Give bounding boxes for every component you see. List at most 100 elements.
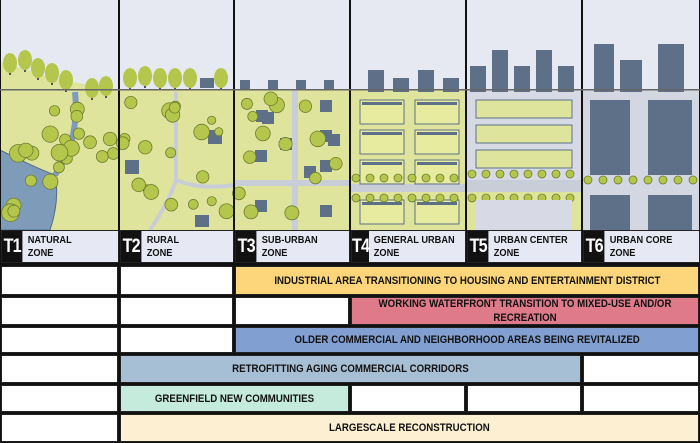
- tree: [495, 169, 505, 179]
- tree: [298, 99, 313, 113]
- profile-tree: [138, 66, 152, 86]
- building: [200, 78, 214, 88]
- zone-divider: [581, 0, 583, 230]
- tree: [565, 169, 575, 179]
- tree: [42, 173, 59, 190]
- building: [362, 202, 402, 205]
- building: [320, 205, 332, 217]
- building: [620, 60, 642, 92]
- empty-cell: [1, 414, 118, 442]
- profile-tree: [3, 53, 17, 73]
- tree: [421, 173, 431, 183]
- profile-tree: [18, 50, 32, 70]
- building: [590, 100, 630, 175]
- building: [536, 50, 552, 92]
- building: [320, 100, 332, 112]
- building: [417, 102, 457, 105]
- building: [417, 132, 457, 135]
- strategy-label: GREENFIELD NEW COMMUNITIES: [154, 392, 315, 405]
- building: [417, 202, 457, 205]
- zone-divider: [0, 0, 1, 230]
- tree: [165, 147, 177, 159]
- tree: [481, 169, 491, 179]
- block: [475, 124, 573, 144]
- tree: [421, 193, 431, 203]
- building: [492, 50, 508, 92]
- zone-name-line1: SUB-URBAN: [261, 234, 318, 246]
- tree: [688, 175, 698, 185]
- zone-divider: [118, 0, 120, 230]
- profile-tree: [153, 68, 167, 88]
- tree: [218, 203, 235, 220]
- strategy-label: OLDER COMMERCIAL AND NEIGHBORHOOD AREAS …: [294, 334, 640, 346]
- zone-name-line1: NATURAL: [27, 234, 72, 246]
- zone-name-line1: URBAN CENTER: [493, 234, 568, 246]
- building: [648, 100, 692, 175]
- building: [443, 78, 459, 92]
- building: [268, 80, 278, 89]
- tree: [467, 169, 477, 179]
- tree: [365, 173, 375, 183]
- empty-cell: [1, 327, 118, 353]
- profile-tree: [45, 63, 59, 83]
- tree: [95, 150, 109, 163]
- tree: [309, 171, 322, 185]
- tree: [628, 175, 638, 185]
- block: [475, 99, 573, 119]
- zone-code-badge: T3: [236, 231, 257, 262]
- tree: [7, 204, 21, 218]
- zone-name-line2: ZONE: [146, 247, 173, 259]
- tree: [193, 123, 210, 141]
- building: [362, 132, 402, 135]
- plaza: [476, 200, 572, 230]
- tree: [449, 173, 459, 183]
- empty-cell: [235, 297, 349, 325]
- tree: [583, 175, 593, 185]
- tree: [393, 173, 403, 183]
- tree: [598, 175, 608, 185]
- block: [475, 149, 573, 169]
- empty-cell: [583, 385, 699, 412]
- building: [590, 195, 630, 230]
- tree: [351, 193, 361, 203]
- strategy-band: RETROFITTING AGING COMMERCIAL CORRIDORS: [120, 355, 581, 383]
- tree: [673, 175, 683, 185]
- zone-code-badge: T1: [2, 231, 23, 262]
- profile-tree: [123, 68, 137, 88]
- profile-tree: [31, 58, 45, 78]
- tree: [379, 193, 389, 203]
- tree: [247, 110, 259, 122]
- profile-tree: [214, 68, 228, 88]
- empty-cell: [120, 327, 233, 353]
- building: [262, 112, 274, 124]
- building: [324, 80, 334, 89]
- profile-tree: [59, 70, 73, 90]
- strategy-band: LARGESCALE RECONSTRUCTION: [120, 414, 699, 442]
- empty-cell: [1, 385, 118, 412]
- tree: [70, 110, 84, 123]
- tree: [365, 193, 375, 203]
- building: [125, 160, 139, 174]
- tree: [449, 193, 459, 203]
- building: [320, 160, 332, 172]
- tree: [206, 196, 217, 207]
- tree: [509, 169, 519, 179]
- strategy-label: WORKING WATERFRONT TRANSITION TO MIXED-U…: [378, 298, 672, 324]
- tree: [107, 147, 120, 160]
- tree: [523, 169, 533, 179]
- transect-illustration: [0, 0, 700, 230]
- building: [255, 200, 267, 212]
- tree: [278, 137, 293, 152]
- zone-name-line2: ZONE: [27, 247, 54, 259]
- strategy-label: LARGESCALE RECONSTRUCTION: [329, 422, 490, 434]
